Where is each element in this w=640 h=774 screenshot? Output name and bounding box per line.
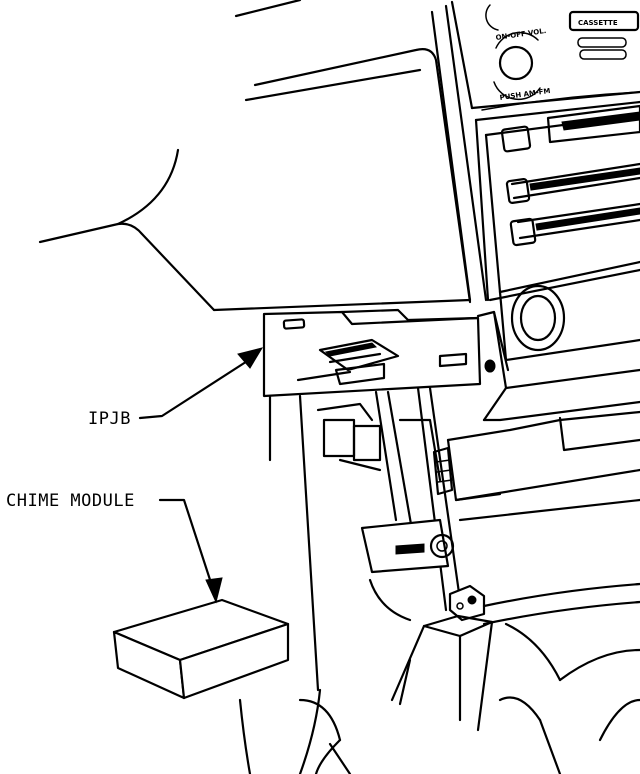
lower-console	[268, 394, 640, 692]
ipjb-block	[262, 308, 496, 398]
mounting-bolt	[429, 533, 455, 559]
dashboard-panel	[38, 0, 472, 312]
cassette-marking: CASSETTE	[578, 19, 618, 27]
cassette-button	[568, 10, 640, 32]
push-am-fm-marking: PUSH AM-FM	[499, 87, 551, 102]
chime-module-label: CHIME MODULE	[6, 491, 135, 511]
ipjb-slot	[282, 318, 306, 330]
ipjb-leader	[138, 347, 264, 420]
climate-control-panel	[500, 104, 640, 247]
center-bracket	[476, 310, 640, 422]
chime-module-box	[112, 598, 290, 700]
floor-tunnel	[238, 578, 640, 774]
volume-knob	[498, 45, 534, 81]
ipjb-label: IPJB	[88, 409, 131, 429]
chime-module-leader	[158, 498, 223, 604]
mounting-plate	[360, 518, 455, 574]
support-rods	[374, 386, 462, 612]
floor-bracket	[390, 584, 494, 732]
round-socket	[498, 284, 640, 362]
on-off-vol-marking: ON-OFF VOL.	[495, 27, 547, 42]
